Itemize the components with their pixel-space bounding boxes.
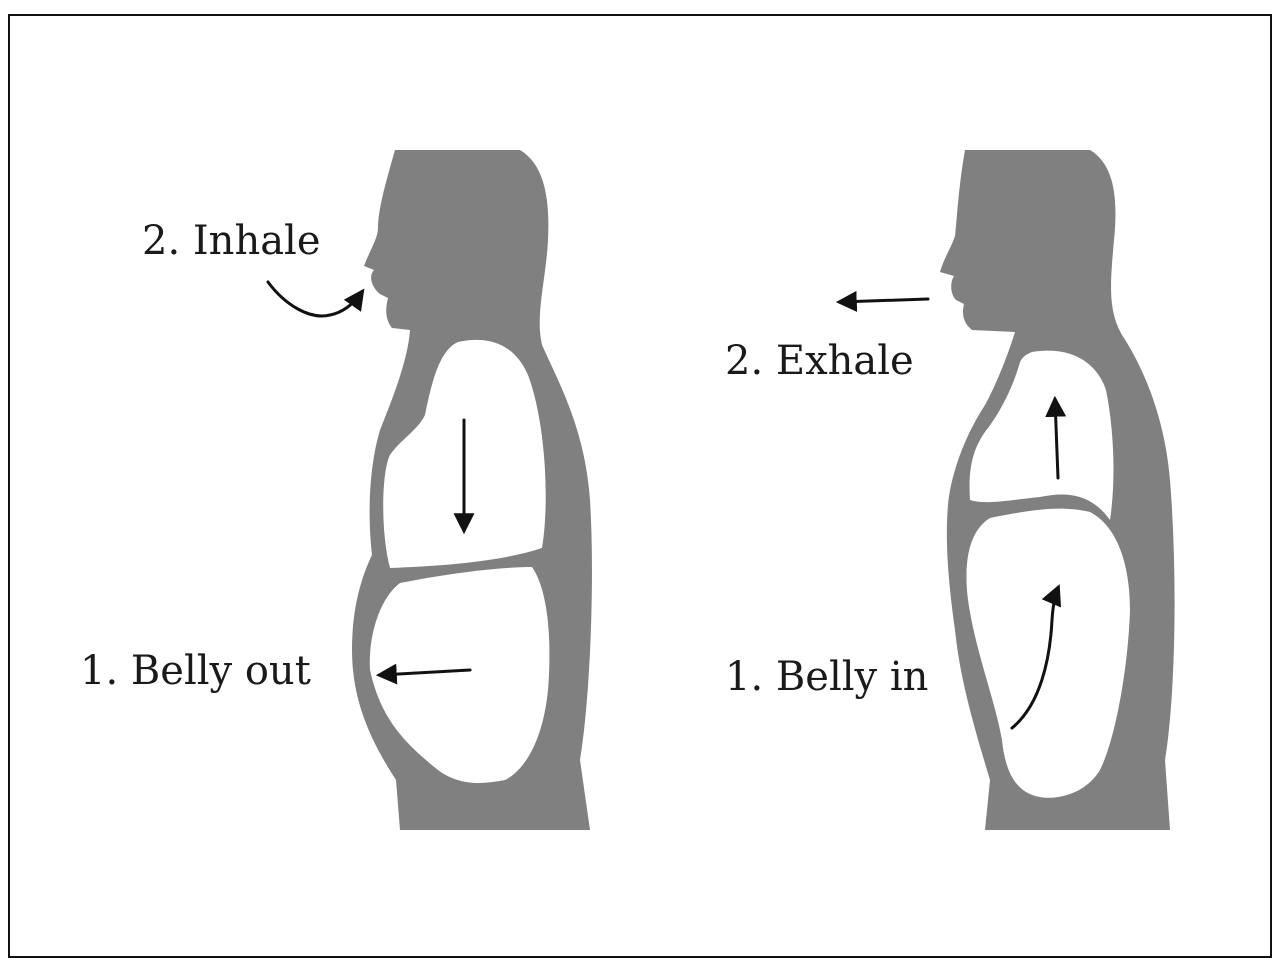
belly-in-label: 1. Belly in [725,654,928,700]
inhale-label: 2. Inhale [142,218,321,264]
exhale-chest-cavity [970,351,1114,520]
belly-out-label: 1. Belly out [80,648,311,694]
exhale-figure [940,150,1175,830]
inhale-figure [352,150,592,830]
exhale-label: 2. Exhale [725,338,914,384]
exhale-breath-arrow-icon [840,299,928,302]
inhale-breath-arrow-icon [268,282,362,316]
